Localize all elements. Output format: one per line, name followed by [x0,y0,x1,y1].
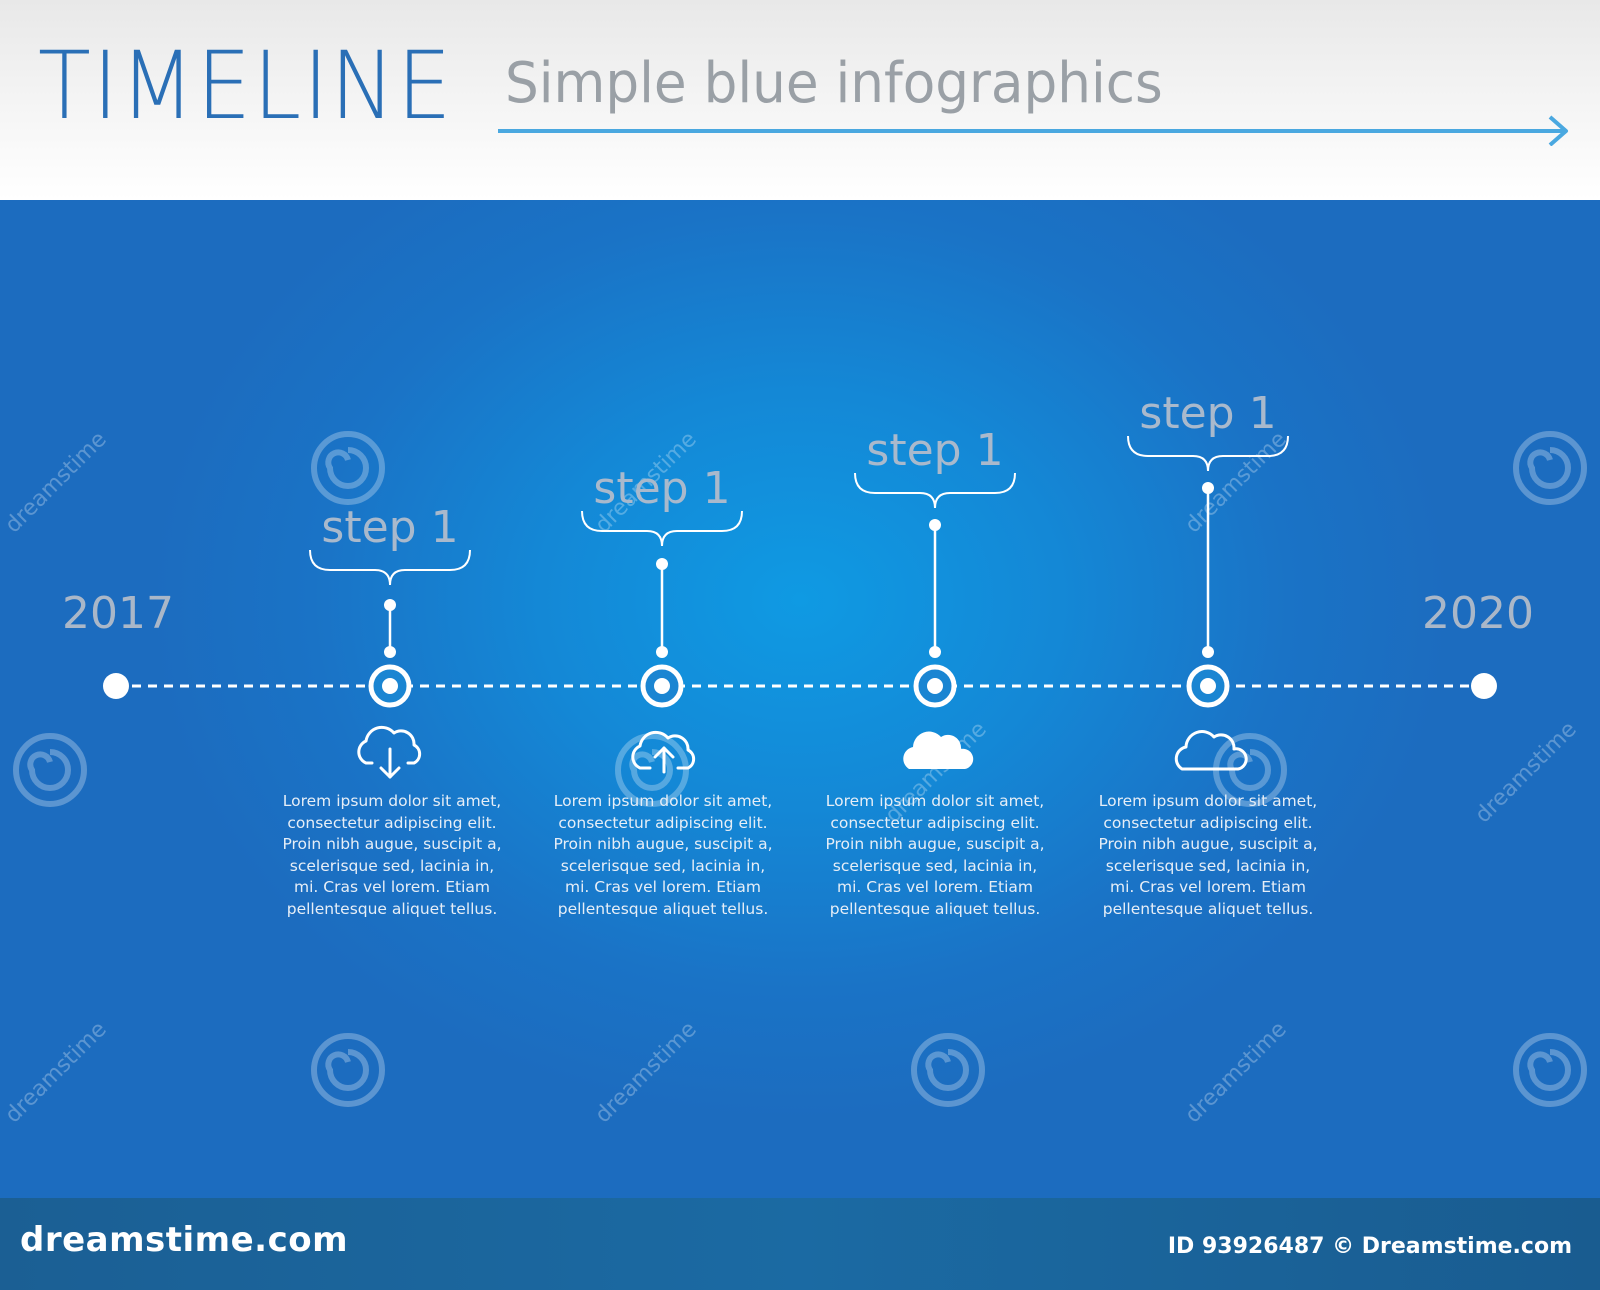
timeline-start-dot [103,673,129,699]
cloud-upload-icon [631,730,696,774]
timeline-node-3 [854,472,1016,708]
footer-site-logo: dreamstime.com [20,1220,349,1260]
watermark-logo-icon [311,431,385,505]
footer-image-id: ID 93926487 © Dreamstime.com [1167,1234,1572,1259]
cloud-outline-icon [1174,730,1248,771]
timeline-end-dot [1471,673,1497,699]
watermark-logo-icon [1513,431,1587,505]
end-year-label: 2020 [1422,588,1534,639]
step-label-2: step 1 [593,463,731,514]
timeline-graphic [103,435,1497,779]
watermark-logo-icon [911,1033,985,1107]
timeline-panel: dreamstime dreamstime dreamstime dreamst… [0,200,1600,1198]
timeline-node-2 [581,510,743,708]
cloud-filled-icon [903,731,974,769]
header-banner: TIMELINE Simple blue infographics [0,0,1600,200]
step-description-3: Lorem ipsum dolor sit amet, consectetur … [825,792,1045,918]
step-label-4: step 1 [1139,388,1277,439]
step-description-2: Lorem ipsum dolor sit amet, consectetur … [553,792,773,918]
timeline-node-4 [1127,435,1289,708]
step-description-4: Lorem ipsum dolor sit amet, consectetur … [1098,792,1318,918]
footer-bar: dreamstime.com ID 93926487 © Dreamstime.… [0,1198,1600,1290]
watermark-logo-icon [13,733,87,807]
step-label-3: step 1 [866,425,1004,476]
watermark-logo-icon [1513,1033,1587,1107]
header-arrow-icon [498,115,1568,146]
watermark-logo-icon [615,733,689,807]
page-title: TIMELINE [38,32,454,141]
watermark-layer [13,431,1587,1107]
timeline-node-1 [309,549,471,708]
step-label-1: step 1 [321,502,459,553]
cloud-download-icon [357,725,422,779]
step-description-1: Lorem ipsum dolor sit amet, consectetur … [282,792,502,918]
start-year-label: 2017 [62,588,174,639]
watermark-logo-icon [311,1033,385,1107]
page-subtitle: Simple blue infographics [505,51,1163,116]
